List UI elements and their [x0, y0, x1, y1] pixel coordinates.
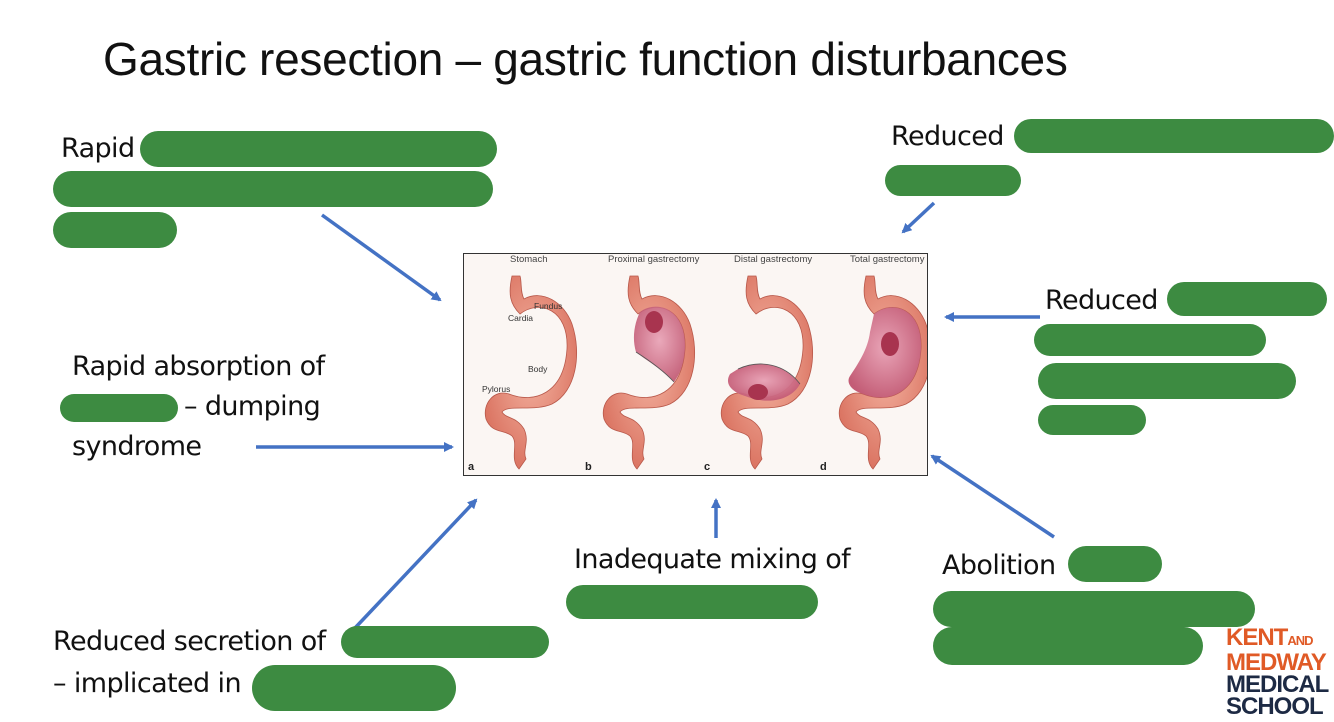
redaction-blob — [341, 626, 549, 658]
redaction-blob — [252, 665, 456, 711]
anatomy-label-body: Body — [528, 364, 548, 374]
callout-top-left-text: Rapid — [61, 133, 135, 164]
callout-bottom-center-text: Inadequate mixing of — [574, 544, 851, 575]
callout-left-line1: Rapid absorption of — [72, 351, 325, 382]
logo-line2: MEDWAY — [1226, 649, 1327, 676]
arrow-top-right — [901, 201, 936, 234]
redaction-blob — [60, 394, 178, 422]
slide-title: Gastric resection – gastric function dis… — [103, 33, 1068, 85]
redaction-blob — [1038, 405, 1146, 435]
redaction-blob — [1167, 282, 1327, 316]
stomach-proximal-gastrectomy — [602, 275, 696, 470]
panel-title: Stomach — [510, 254, 548, 265]
redaction-blob — [1038, 363, 1296, 399]
panel-title: Proximal gastrectomy — [608, 254, 700, 265]
redaction-blob — [1068, 546, 1162, 582]
redaction-blob — [53, 171, 493, 207]
stomach-illustrations — [484, 275, 927, 470]
logo-line4: SCHOOL — [1226, 693, 1324, 720]
redaction-blob — [1034, 324, 1266, 356]
stomach-normal — [484, 275, 578, 470]
callout-left-line2: – dumping — [184, 391, 321, 422]
arrow-bottom-right — [930, 454, 1055, 539]
anatomy-label-fundus: Fundus — [534, 301, 563, 311]
anatomy-label-pylorus: Pylorus — [482, 384, 511, 394]
callout-left-line3: syndrome — [72, 431, 202, 462]
redaction-blob — [1014, 119, 1334, 153]
redaction-blob — [566, 585, 818, 619]
arrow-bottom-left — [353, 498, 478, 630]
callout-bottom-left-line1: Reduced secretion of — [53, 626, 326, 657]
callout-right-text: Reduced — [1045, 285, 1158, 316]
redaction-blob — [140, 131, 497, 167]
redaction-blob — [933, 627, 1203, 665]
panel-letter: a — [468, 461, 475, 473]
callout-top-right-text: Reduced — [891, 121, 1004, 152]
logo-line1-small: AND — [1287, 633, 1313, 648]
panel-letter: c — [704, 461, 711, 473]
redaction-blob — [933, 591, 1255, 627]
panel-title: Distal gastrectomy — [734, 254, 813, 265]
redaction-blob — [885, 165, 1021, 196]
kent-medway-logo: KENTAND MEDWAY MEDICAL SCHOOL — [1226, 624, 1334, 720]
callout-bottom-left-line2: – implicated in — [53, 668, 242, 699]
logo-line1: KENT — [1226, 624, 1288, 651]
redaction-blob — [53, 212, 177, 248]
panel-letter: b — [585, 461, 592, 473]
gastrectomy-figure: Stomach Proximal gastrectomy Distal gast… — [463, 253, 928, 476]
stomach-total-gastrectomy — [838, 275, 927, 470]
anatomy-label-cardia: Cardia — [508, 313, 534, 323]
callout-bottom-right-text: Abolition — [942, 550, 1056, 581]
panel-title: Total gastrectomy — [850, 254, 925, 265]
logo-line3: MEDICAL — [1226, 671, 1329, 698]
panel-letter: d — [820, 461, 827, 473]
arrow-top-left — [320, 213, 442, 302]
stomach-distal-gastrectomy — [720, 275, 814, 470]
